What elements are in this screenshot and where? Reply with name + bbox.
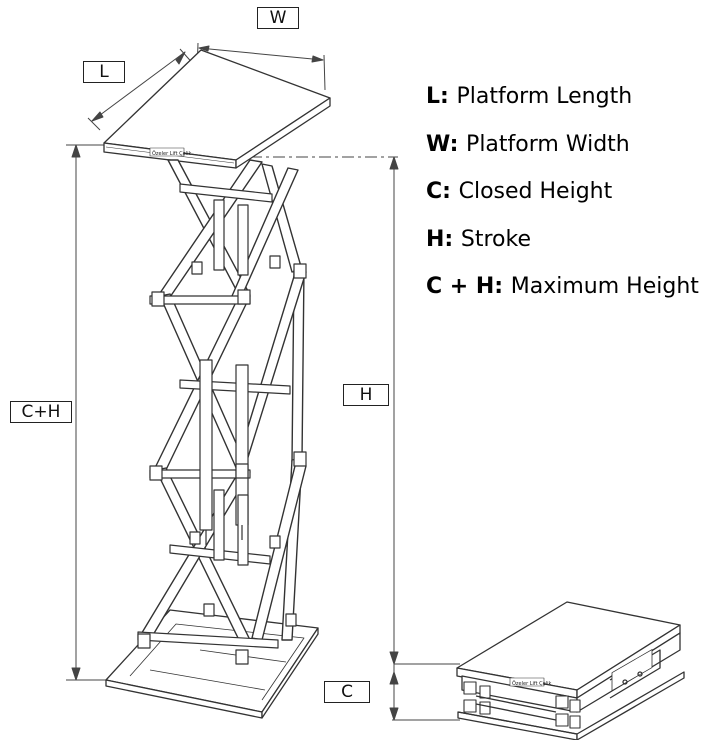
legend-text: Closed Height xyxy=(458,179,613,204)
legend-text: Platform Length xyxy=(456,84,633,109)
legend-key: H: xyxy=(426,226,461,252)
legend-row-width: W: Platform Width xyxy=(426,132,699,158)
legend-key: W: xyxy=(426,131,467,157)
legend-text: Platform Width xyxy=(466,131,630,157)
legend-text: Stroke xyxy=(460,226,531,252)
brand-plate-text-top: Özeler Lift Çelik xyxy=(152,150,191,157)
dimension-legend: L: Platform Length W: Platform Width C: … xyxy=(426,84,699,322)
dim-label-c: C xyxy=(324,681,370,703)
brand-plate-text-closed: Özeler Lift Çelik xyxy=(512,680,551,687)
legend-key: C: xyxy=(426,179,459,204)
dim-label-c-plus-h: C+H xyxy=(10,401,72,423)
dim-label-l: L xyxy=(83,61,125,83)
closed-lift: Özeler Lift Çelik xyxy=(456,601,685,740)
extended-lift: Özeler Lift Çelik xyxy=(103,49,331,719)
legend-row-stroke: H: Stroke xyxy=(426,227,699,253)
legend-row-maximum-height: C + H: Maximum Height xyxy=(426,274,699,300)
dimension-lines xyxy=(66,42,460,721)
legend-row-length: L: Platform Length xyxy=(426,84,699,110)
legend-text: Maximum Height xyxy=(510,274,699,299)
legend-row-closed-height: C: Closed Height xyxy=(426,179,699,205)
dim-label-w: W xyxy=(257,7,299,29)
legend-key: C + H: xyxy=(426,274,511,299)
dim-label-h: H xyxy=(343,384,389,406)
legend-key: L: xyxy=(426,84,457,109)
